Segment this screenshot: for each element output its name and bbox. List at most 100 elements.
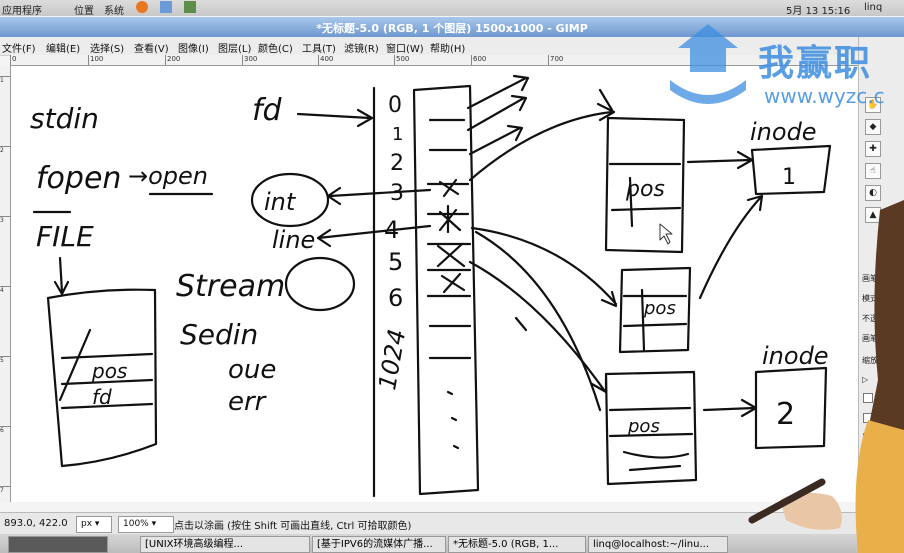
index-3: 3 xyxy=(390,181,404,206)
menu-colors[interactable]: 颜色(C) xyxy=(258,44,293,55)
heal-tool-icon[interactable]: ✚ xyxy=(865,141,881,157)
label-oue: oue xyxy=(228,355,276,385)
menu-select[interactable]: 选择(S) xyxy=(90,44,125,55)
label-inode-2: inode xyxy=(762,342,829,370)
menu-view[interactable]: 查看(V) xyxy=(134,44,169,55)
clock[interactable]: 5月 13 15:16 xyxy=(786,6,851,17)
fill-tool-icon[interactable]: ▲ xyxy=(865,207,881,223)
clone-tool-icon[interactable]: ◆ xyxy=(865,119,881,135)
file-entry-box-2 xyxy=(618,266,692,354)
hand-tool-icon[interactable]: ✋ xyxy=(865,97,881,113)
mail-icon[interactable] xyxy=(160,1,172,13)
ruler-tick: 2 xyxy=(0,146,10,154)
arrow-entry2-inode1 xyxy=(698,194,764,300)
window-titlebar[interactable]: *无标题-5.0 (RGB, 1 个图层) 1500x1000 - GIMP xyxy=(0,17,904,37)
drawing-canvas[interactable]: stdin fopen →open FILE pos fd Stream Sed… xyxy=(11,66,858,502)
play-icon[interactable]: ▷ xyxy=(862,375,869,384)
ruler-tick: 400 xyxy=(318,55,334,65)
ruler-tick: 0 xyxy=(10,55,17,65)
menu-help[interactable]: 帮助(H) xyxy=(430,44,466,55)
index-1: 1 xyxy=(392,124,403,145)
arrow-row-6 xyxy=(474,230,602,412)
dock-mode-label: 模式 xyxy=(862,294,878,303)
file-entry-box-3 xyxy=(604,370,698,486)
fd-row-crossed xyxy=(438,178,460,198)
inode-number-2: 2 xyxy=(776,397,795,432)
dock-opacity-label: 不透明 xyxy=(862,314,886,323)
label-int: int xyxy=(264,188,297,216)
ruler-tick: 6 xyxy=(0,426,10,434)
index-5: 5 xyxy=(388,248,403,276)
dock-checkbox[interactable] xyxy=(863,393,873,403)
menu-image[interactable]: 图像(I) xyxy=(178,44,209,55)
watermark-name: 我赢职 xyxy=(758,43,873,84)
file-struct-box xyxy=(46,288,158,468)
inode-number-1: 1 xyxy=(782,165,796,190)
index-2: 2 xyxy=(390,151,404,176)
smudge-tool-icon[interactable]: ☝ xyxy=(865,163,881,179)
ruler-horizontal[interactable]: 0 100 200 300 400 500 600 700 xyxy=(10,55,858,66)
taskbar: [UNIX环境高级编程... [基于IPV6的流媒体广播... *无标题-5.0… xyxy=(0,534,904,553)
system-menu[interactable]: 系统 xyxy=(104,6,124,17)
index-0: 0 xyxy=(388,93,402,118)
menu-windows[interactable]: 窗口(W) xyxy=(386,44,424,55)
menu-filters[interactable]: 滤镜(R) xyxy=(344,44,379,55)
terminal-icon[interactable] xyxy=(184,1,196,13)
label-pos-entry-2: pos xyxy=(643,298,676,319)
dock-brush-label: 画笔 xyxy=(862,334,878,343)
menu-edit[interactable]: 编辑(E) xyxy=(46,44,81,55)
apps-menu[interactable]: 应用程序 xyxy=(2,6,42,17)
dock-scale-label: 缩放 xyxy=(862,356,878,365)
arrow-entry3-inode2 xyxy=(702,398,758,418)
ruler-tick: 1 xyxy=(0,76,10,84)
file-entry-divider-2 xyxy=(640,288,646,352)
window-title: *无标题-5.0 (RGB, 1 个图层) 1500x1000 - GIMP xyxy=(316,22,588,35)
ruler-tick: 3 xyxy=(0,216,10,224)
index-4: 4 xyxy=(384,216,399,244)
pointer-coordinates: 893.0, 422.0 xyxy=(4,518,68,529)
menu-layer[interactable]: 图层(L) xyxy=(218,44,252,55)
label-err: err xyxy=(228,387,268,417)
user-name[interactable]: linq xyxy=(864,2,883,13)
presenter-hand xyxy=(780,492,842,530)
fd-table xyxy=(412,84,480,496)
ruler-vertical[interactable]: 1 2 3 4 5 6 7 xyxy=(0,66,11,502)
menu-file[interactable]: 文件(F) xyxy=(2,44,36,55)
firefox-icon[interactable] xyxy=(136,1,148,13)
zoom-select[interactable]: 100% ▾ xyxy=(118,516,174,533)
label-sedin: Sedin xyxy=(180,318,258,351)
places-menu[interactable]: 位置 xyxy=(74,6,94,17)
status-message: 点击以涂画 (按住 Shift 可画出直线, Ctrl 可拾取颜色) xyxy=(174,521,412,532)
presenter-jacket xyxy=(855,420,904,553)
label-pos-entry-3: pos xyxy=(627,416,660,437)
status-bar: 893.0, 422.0 px ▾ 100% ▾ 点击以涂画 (按住 Shift… xyxy=(0,512,904,535)
ruler-tick: 5 xyxy=(0,356,10,364)
stream-circle xyxy=(284,256,356,312)
label-stdin: stdin xyxy=(30,102,99,135)
menu-tools[interactable]: 工具(T) xyxy=(302,44,336,55)
ruler-tick: 200 xyxy=(165,55,181,65)
label-stream: Stream xyxy=(176,269,285,304)
marker-pen-icon xyxy=(748,478,826,524)
dock-title: 画笔 xyxy=(862,274,878,283)
label-file: FILE xyxy=(36,220,94,253)
ruler-tick: 4 xyxy=(0,286,10,294)
file-entry-scribble xyxy=(622,450,690,472)
file-entry-fields-1 xyxy=(608,162,682,212)
label-open: →open xyxy=(128,162,208,190)
system-panel: 应用程序 位置 系统 5月 13 15:16 linq xyxy=(0,0,904,17)
arrow-int xyxy=(326,186,432,206)
ruler-tick: 100 xyxy=(88,55,104,65)
ruler-tick: 700 xyxy=(548,55,564,65)
inode-box-1 xyxy=(750,144,832,196)
label-pos-entry-1: pos xyxy=(625,177,665,202)
unit-select[interactable]: px ▾ xyxy=(76,516,112,533)
ruler-tick: 7 xyxy=(0,486,10,494)
dodge-tool-icon[interactable]: ◐ xyxy=(865,185,881,201)
file-entry-box-1 xyxy=(604,116,686,254)
ruler-tick: 300 xyxy=(242,55,258,65)
file-struct-fields xyxy=(60,352,154,410)
watermark-url: www.wyzc.c xyxy=(764,84,885,108)
arrow-tick xyxy=(514,316,528,332)
